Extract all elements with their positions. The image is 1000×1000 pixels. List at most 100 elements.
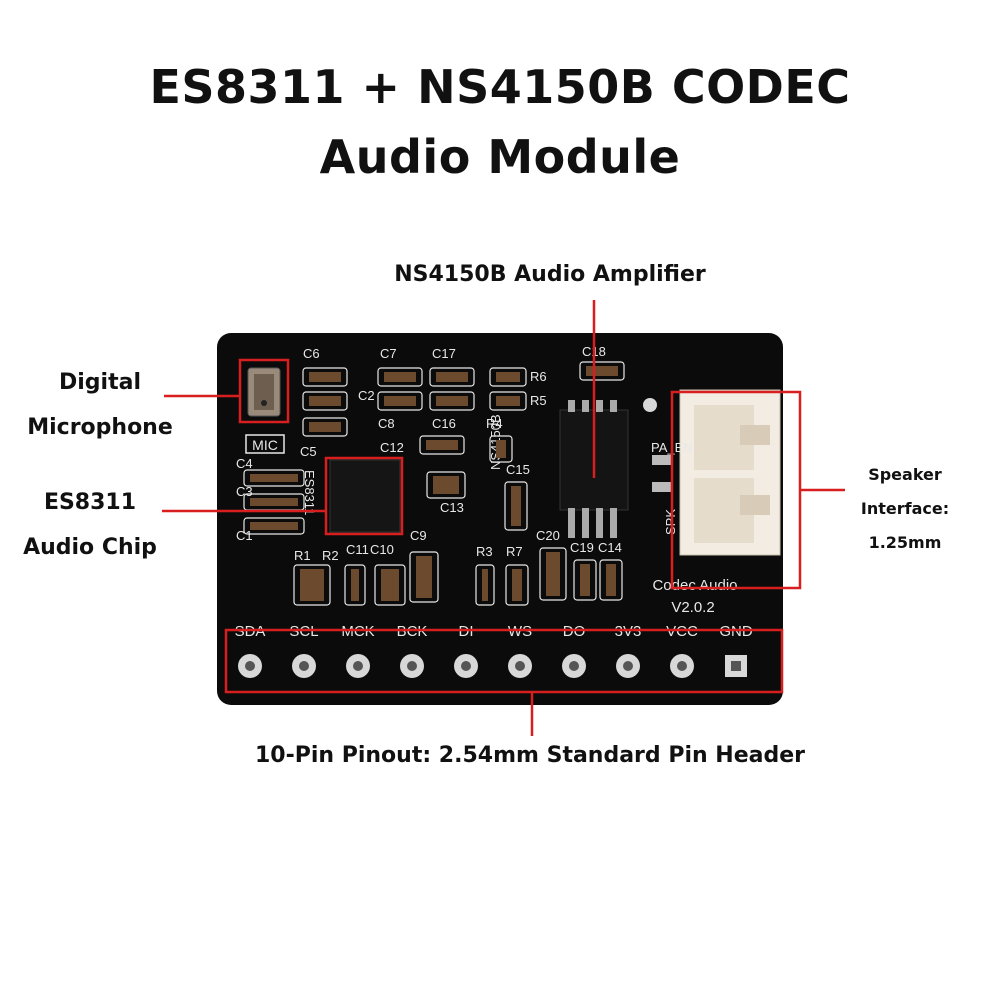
mic-silk-box	[245, 434, 285, 454]
component-body	[511, 486, 521, 526]
component-body	[586, 366, 618, 376]
pin-hole-center-3v3	[623, 661, 633, 671]
component-footprint	[302, 391, 348, 411]
silk-c14: C14	[598, 540, 622, 555]
component-footprint	[573, 559, 597, 601]
component-footprint	[429, 367, 475, 387]
label-audio-chip-line-1: ES8311	[43, 490, 137, 515]
silk-r5: R5	[530, 393, 547, 408]
silk-r7: R7	[506, 544, 523, 559]
pin-hole-center-mck	[353, 661, 363, 671]
silk-c15: C15	[506, 462, 530, 477]
silk-c5: C5	[300, 444, 317, 459]
component-body	[351, 569, 359, 601]
silk-c8: C8	[378, 416, 395, 431]
component-footprint	[489, 391, 527, 411]
connector-latch-2	[740, 495, 770, 515]
label-speaker-line-2: Interface:	[860, 499, 950, 518]
pin-hole-center-vcc	[677, 661, 687, 671]
pin-hole-center-scl	[299, 661, 309, 671]
microphone-port	[261, 400, 267, 406]
silk-brand: Codec Audio	[652, 577, 737, 594]
silk-c12: C12	[380, 440, 404, 455]
component-footprint	[377, 391, 423, 411]
label-microphone-line-2: Microphone	[27, 415, 173, 440]
component-body	[250, 474, 298, 482]
ns-pin-bottom	[568, 508, 575, 538]
label-speaker-line-1: Speaker	[868, 465, 942, 484]
component-footprint	[599, 559, 623, 601]
silk-c11: C11	[346, 542, 369, 557]
pin-hole-center-do	[569, 661, 579, 671]
mounting-pad	[643, 398, 657, 412]
component-footprint	[243, 517, 305, 535]
chip-highlight-box	[324, 456, 404, 536]
component-footprint	[409, 551, 439, 603]
component-body	[496, 372, 520, 382]
component-footprint	[419, 435, 465, 455]
silk-c20: C20	[536, 528, 560, 543]
pin-label-di: DI	[459, 623, 474, 640]
component-body	[433, 476, 459, 494]
silk-r1: R1	[294, 548, 311, 563]
label-audio-chip-line-2: Audio Chip	[23, 535, 157, 560]
component-footprint	[429, 391, 475, 411]
silk-c6: C6	[303, 346, 320, 361]
component-body	[309, 396, 341, 406]
component-footprint	[302, 417, 348, 437]
connector-pin-1	[652, 455, 672, 465]
silk-c16: C16	[432, 416, 456, 431]
component-footprint	[243, 469, 305, 487]
silk-es-chip: ES8311	[302, 470, 317, 515]
label-microphone: Digital Microphone	[10, 360, 190, 450]
pcb-board	[217, 333, 783, 705]
pin-label-gnd: GND	[719, 623, 753, 640]
pin-label-ws: WS	[508, 623, 532, 640]
es8311-chip	[329, 459, 401, 533]
ns-pin-bottom	[582, 508, 589, 538]
component-body	[309, 372, 341, 382]
component-footprint	[377, 367, 423, 387]
component-footprint	[344, 564, 366, 606]
silk-version: V2.0.2	[671, 599, 714, 616]
silk-mic: MIC	[252, 437, 278, 453]
pin-label-bck: BCK	[397, 623, 428, 640]
ns-pin-top	[610, 400, 617, 412]
silk-c7: C7	[380, 346, 397, 361]
silk-c10: C10	[370, 542, 394, 557]
component-footprint	[426, 471, 466, 499]
component-body	[606, 564, 616, 596]
pinheader-highlight-box	[224, 628, 784, 694]
component-footprint	[293, 564, 331, 606]
component-footprint	[504, 481, 528, 531]
label-speaker-interface: Speaker Interface: 1.25mm	[840, 458, 970, 560]
pin-label-sda: SDA	[235, 623, 266, 640]
ns-pin-top	[568, 400, 575, 412]
component-body	[482, 569, 488, 601]
pin-hole-center-di	[461, 661, 471, 671]
component-body	[426, 440, 458, 450]
component-body	[384, 396, 416, 406]
silk-c17: C17	[432, 346, 456, 361]
pin-label-do: DO	[563, 623, 586, 640]
component-body	[250, 498, 298, 506]
component-footprint	[539, 547, 567, 601]
ns-pin-top	[582, 400, 589, 412]
component-body	[546, 552, 560, 596]
component-body	[512, 569, 522, 601]
component-footprint	[505, 564, 529, 606]
connector-pin-2	[652, 482, 672, 492]
pin-label-mck: MCK	[341, 623, 374, 640]
label-amplifier: NS4150B Audio Amplifier	[394, 262, 706, 287]
silk-r2: R2	[322, 548, 339, 563]
pin-label-scl: SCL	[289, 623, 318, 640]
component-footprint	[579, 361, 625, 381]
component-body	[309, 422, 341, 432]
ns-pin-bottom	[610, 508, 617, 538]
silk-c9: C9	[410, 528, 427, 543]
component-footprint	[374, 564, 406, 606]
label-microphone-line-1: Digital	[59, 370, 141, 395]
component-footprint	[302, 367, 348, 387]
annotation-marks	[162, 300, 845, 736]
title-line-2: Audio Module	[319, 130, 681, 184]
